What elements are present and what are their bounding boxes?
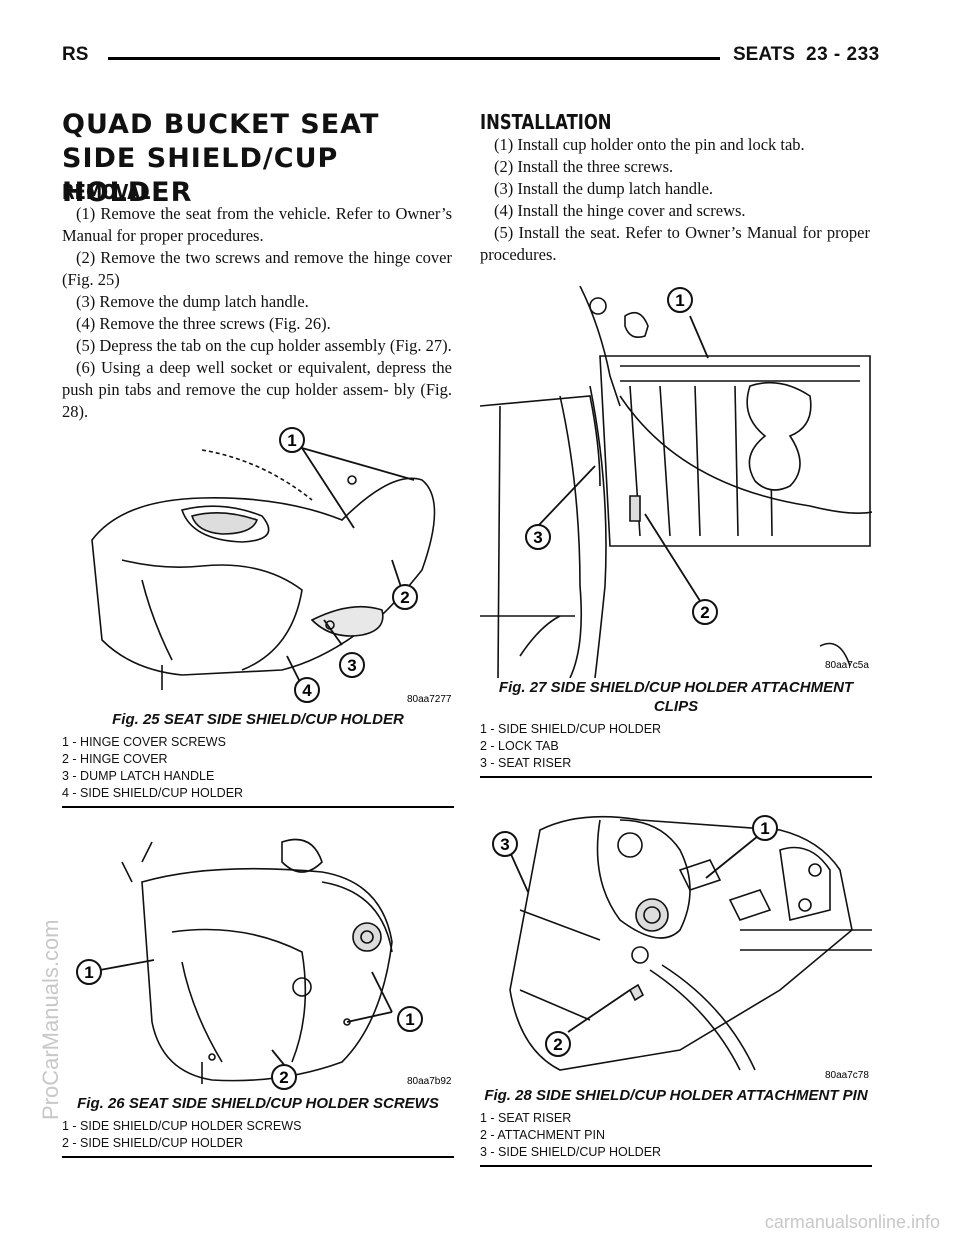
installation-step: (4) Install the hinge cover and screws. [494, 201, 746, 220]
removal-step: (6) Using a deep well socket or equivale… [62, 358, 452, 421]
fig25-callout: 3 [347, 656, 356, 675]
fig27-code: 80aa7c5a [825, 660, 869, 671]
installation-heading: INSTALLATION [480, 110, 612, 134]
header-left: RS [62, 44, 89, 65]
figure-27: 1 3 2 80aa7c5a Fig. 27 SIDE SHIELD/CUP H… [480, 286, 872, 778]
fig25-callout: 1 [287, 431, 296, 450]
attachment-pin-illustration: 3 1 2 80aa7c78 [492, 815, 872, 1081]
legend-item: 2 - LOCK TAB [480, 739, 559, 753]
seat-side-shield-screws-illustration: 1 1 2 80aa7b92 [76, 838, 452, 1090]
installation-step: (5) Install the seat. Refer to Owner’s M… [480, 223, 870, 264]
legend-item: 2 - ATTACHMENT PIN [480, 1128, 606, 1142]
fig26-code: 80aa7b92 [407, 1076, 452, 1087]
removal-steps: (1) Remove the seat from the vehicle. Re… [62, 203, 452, 423]
fig27-legend: 1 - SIDE SHIELD/CUP HOLDER 2 - LOCK TAB … [480, 721, 872, 776]
legend-item: 3 - SIDE SHIELD/CUP HOLDER [480, 1145, 662, 1159]
legend-item: 1 - HINGE COVER SCREWS [62, 735, 226, 749]
removal-step: (4) Remove the three screws (Fig. 26). [76, 314, 331, 333]
legend-item: 3 - DUMP LATCH HANDLE [62, 769, 215, 783]
side-watermark: ProCarManuals.com [38, 919, 63, 1120]
fig25-code: 80aa7277 [407, 694, 452, 705]
installation-steps: (1) Install cup holder onto the pin and … [480, 134, 870, 266]
seat-side-shield-illustration: 1 2 3 4 80aa7277 [91, 427, 452, 705]
fig27-caption-line: Fig. 27 SIDE SHIELD/CUP HOLDER ATTACHMEN… [498, 679, 854, 696]
fig25-caption: Fig. 25 SEAT SIDE SHIELD/CUP HOLDER [112, 711, 404, 728]
fig28-callout: 3 [500, 835, 509, 854]
footer-watermark: carmanualsonline.info [764, 1212, 940, 1232]
fig26-caption: Fig. 26 SEAT SIDE SHIELD/CUP HOLDER SCRE… [77, 1095, 439, 1112]
legend-item: 1 - SEAT RISER [480, 1111, 572, 1125]
removal-step: (3) Remove the dump latch handle. [76, 292, 309, 311]
removal-step: (5) Depress the tab on the cup holder as… [76, 336, 452, 355]
page-title: QUAD BUCKET SEAT SIDE SHIELD/CUP HOLDER [62, 109, 380, 208]
fig27-callout: 2 [700, 603, 709, 622]
legend-item: 1 - SIDE SHIELD/CUP HOLDER [480, 722, 662, 736]
legend-item: 2 - SIDE SHIELD/CUP HOLDER [62, 1136, 244, 1150]
legend-item: 4 - SIDE SHIELD/CUP HOLDER [62, 786, 244, 800]
fig27-caption-line: CLIPS [653, 698, 699, 715]
fig25-callout: 4 [302, 681, 312, 700]
fig27-callout: 1 [675, 291, 684, 310]
fig28-legend: 1 - SEAT RISER 2 - ATTACHMENT PIN 3 - SI… [480, 1110, 872, 1165]
fig26-legend: 1 - SIDE SHIELD/CUP HOLDER SCREWS 2 - SI… [62, 1118, 454, 1156]
figure-25: 1 2 3 4 80aa7277 Fig. 25 SEAT SIDE SHIEL… [62, 420, 454, 808]
legend-item: 3 - SEAT RISER [480, 756, 572, 770]
legend-item: 2 - HINGE COVER [62, 752, 168, 766]
fig27-callout: 3 [533, 528, 542, 547]
fig27-caption: Fig. 27 SIDE SHIELD/CUP HOLDER ATTACHMEN… [480, 678, 872, 716]
removal-step: (1) Remove the seat from the vehicle. Re… [62, 204, 452, 245]
fig26-callout: 2 [279, 1068, 288, 1087]
fig26-callout: 1 [84, 963, 93, 982]
header-page-number: 23 - 233 [806, 44, 880, 65]
attachment-clips-illustration: 1 3 2 80aa7c5a [480, 286, 872, 678]
figure-28: 3 1 2 80aa7c78 Fig. 28 SIDE SHIELD/CUP H… [480, 790, 872, 1167]
header-section: SEATS [733, 44, 795, 65]
fig28-callout: 2 [553, 1035, 562, 1054]
legend-item: 1 - SIDE SHIELD/CUP HOLDER SCREWS [62, 1119, 302, 1133]
header-rule [108, 57, 720, 60]
fig28-caption: Fig. 28 SIDE SHIELD/CUP HOLDER ATTACHMEN… [484, 1087, 868, 1104]
fig28-callout: 1 [760, 819, 769, 838]
installation-step: (1) Install cup holder onto the pin and … [494, 135, 805, 154]
fig28-code: 80aa7c78 [825, 1070, 869, 1081]
figure-26: 1 1 2 80aa7b92 Fig. 26 SEAT SIDE SHIELD/… [62, 822, 454, 1158]
installation-step: (2) Install the three screws. [494, 157, 674, 176]
removal-heading: REMOVAL [62, 180, 151, 204]
removal-step: (2) Remove the two screws and remove the… [62, 248, 452, 289]
fig26-callout: 1 [405, 1010, 414, 1029]
fig25-callout: 2 [400, 588, 409, 607]
installation-step: (3) Install the dump latch handle. [494, 179, 714, 198]
fig25-legend: 1 - HINGE COVER SCREWS 2 - HINGE COVER 3… [62, 734, 454, 806]
